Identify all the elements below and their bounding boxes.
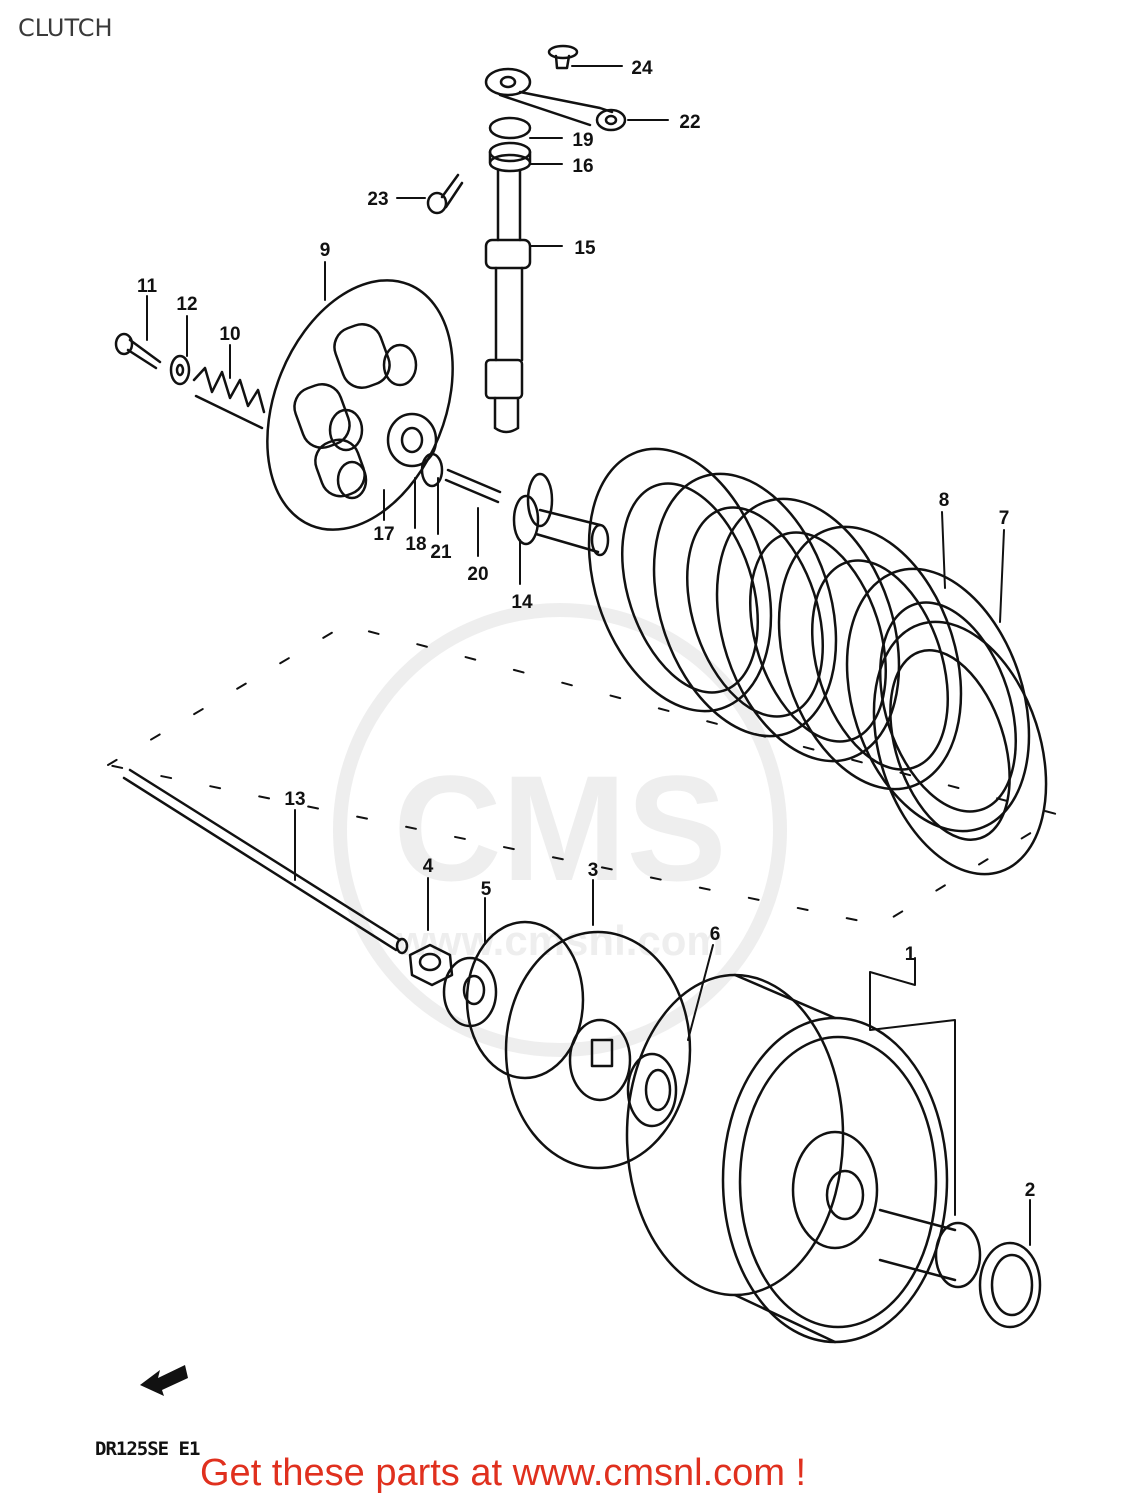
part-bolt-11 xyxy=(114,332,162,370)
part-screw-24 xyxy=(547,44,579,70)
callout-23: 23 xyxy=(367,189,388,210)
part-push-rod-13 xyxy=(122,768,409,955)
callout-22: 22 xyxy=(679,112,700,133)
callout-12: 12 xyxy=(176,294,197,315)
callout-20: 20 xyxy=(467,564,488,585)
leader-lines xyxy=(146,65,1031,1246)
callout-16: 16 xyxy=(572,156,593,177)
part-bearing-18 xyxy=(420,452,444,488)
part-clutch-housing-1 xyxy=(625,973,982,1344)
callout-2: 2 xyxy=(1025,1180,1036,1201)
part-washer-6 xyxy=(626,1052,678,1128)
part-release-lever-22 xyxy=(484,67,627,132)
part-push-rod-20 xyxy=(444,468,502,504)
callout-9: 9 xyxy=(320,240,331,261)
part-sleeve-hub-3 xyxy=(465,920,692,1170)
callout-7: 7 xyxy=(999,508,1010,529)
svg-text:www.cmsnl.com: www.cmsnl.com xyxy=(395,917,724,964)
callout-19: 19 xyxy=(572,130,593,151)
callout-3: 3 xyxy=(588,860,599,881)
model-code: DR125SE E1 xyxy=(95,1438,200,1460)
callout-1: 1 xyxy=(905,944,916,965)
callout-4: 4 xyxy=(423,856,434,877)
callout-18: 18 xyxy=(405,534,426,555)
callout-15: 15 xyxy=(574,238,596,259)
callout-10: 10 xyxy=(219,324,240,345)
callout-13: 13 xyxy=(284,789,305,810)
callout-14: 14 xyxy=(511,592,533,613)
part-spring-10 xyxy=(192,366,266,430)
page-title: CLUTCH xyxy=(18,14,113,42)
watermark-logo: CMS www.cmsnl.com xyxy=(333,603,787,1057)
callout-8: 8 xyxy=(939,490,950,511)
callout-17: 17 xyxy=(373,524,394,545)
part-thrust-washer-2 xyxy=(978,1241,1042,1329)
callout-24: 24 xyxy=(631,58,653,79)
front-direction-arrow-icon xyxy=(140,1365,188,1396)
part-release-cam-15 xyxy=(484,116,532,434)
part-pressure-plate-9 xyxy=(266,279,454,531)
part-washer-12 xyxy=(169,354,191,386)
part-push-piece-14 xyxy=(512,472,610,557)
part-bolt-23 xyxy=(426,173,464,215)
callout-6: 6 xyxy=(710,924,721,945)
callout-11: 11 xyxy=(137,276,158,297)
svg-text:CMS: CMS xyxy=(393,744,726,912)
part-clutch-plates-7-8 xyxy=(587,447,1048,876)
part-nut-4 xyxy=(408,943,454,987)
footer-parts-link[interactable]: Get these parts at www.cmsnl.com ! xyxy=(200,1452,807,1494)
callout-5: 5 xyxy=(481,879,492,900)
callout-21: 21 xyxy=(430,542,452,563)
part-washer-5 xyxy=(442,956,498,1028)
